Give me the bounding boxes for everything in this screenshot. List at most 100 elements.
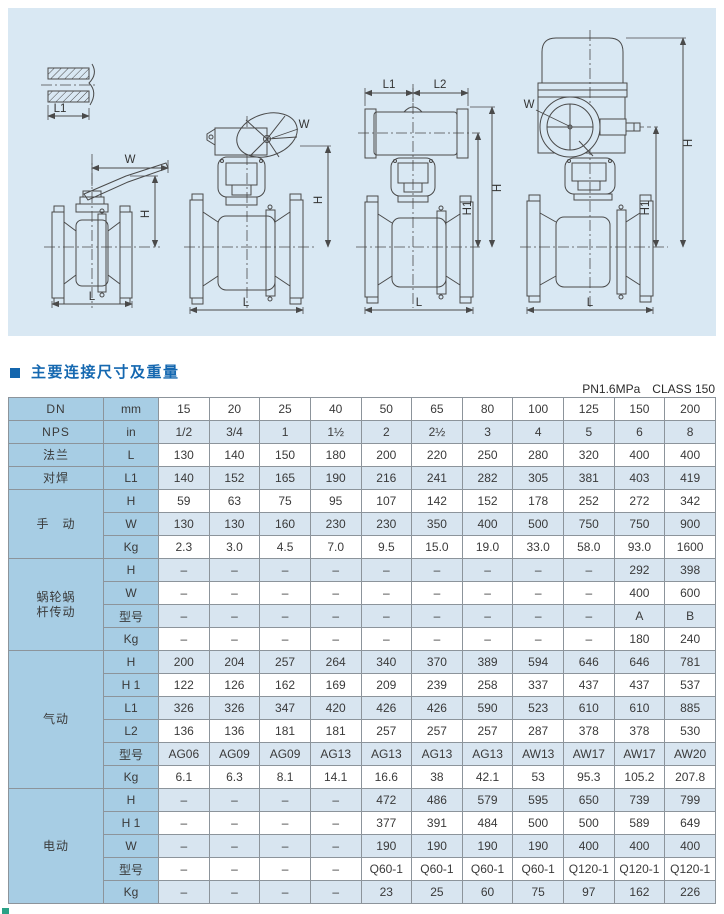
table-cell: 280 — [512, 443, 564, 467]
table-cell: 437 — [563, 673, 615, 697]
table-cell: 42.1 — [461, 765, 514, 789]
table-cell: 579 — [461, 788, 514, 812]
row-group-label: 蜗轮蜗 杆传动 — [8, 558, 104, 651]
table-cell: – — [158, 627, 210, 651]
table-cell: 165 — [259, 466, 311, 490]
table-cell: 1½ — [309, 420, 362, 444]
table-cell: 204 — [208, 650, 261, 674]
table-cell: 342 — [664, 489, 716, 513]
table-cell: AG13 — [461, 742, 514, 766]
table-cell: 400 — [461, 512, 514, 536]
table-cell: – — [208, 788, 261, 812]
table-cell: 500 — [512, 512, 564, 536]
table-cell: 650 — [563, 788, 615, 812]
table-cell: 426 — [411, 696, 463, 720]
table-cell: 799 — [664, 788, 716, 812]
table-cell: 105.2 — [613, 765, 666, 789]
electric-valve-drawing: W H — [520, 30, 695, 314]
table-cell: 200 — [664, 397, 716, 421]
table-cell: 150 — [613, 397, 666, 421]
table-cell: AG06 — [158, 742, 210, 766]
row-sub-label: in — [103, 420, 159, 444]
table-cell: Q120-1 — [664, 857, 716, 881]
table-cell: 63 — [208, 489, 261, 513]
table-cell: 400 — [563, 834, 615, 858]
table-cell: 75 — [259, 489, 311, 513]
row-sub-label: W — [103, 581, 159, 605]
table-cell: 3.0 — [208, 535, 261, 559]
table-cell: Q60-1 — [360, 857, 413, 881]
table-cell: – — [208, 811, 261, 835]
table-cell: 15.0 — [411, 535, 463, 559]
table-cell: 58.0 — [563, 535, 615, 559]
pneumatic-valve-drawing: L1 L2 H H1 — [356, 79, 504, 314]
row-sub-label: 型号 — [103, 857, 159, 881]
table-cell: – — [259, 558, 311, 582]
table-cell: AG09 — [208, 742, 261, 766]
table-cell: 60 — [461, 880, 514, 904]
row-sub-label: H — [103, 788, 159, 812]
row-group-label: 对焊 — [8, 466, 104, 490]
table-cell: – — [208, 834, 261, 858]
table-cell: 2½ — [411, 420, 463, 444]
table-cell: 6 — [613, 420, 666, 444]
row-sub-label: W — [103, 512, 159, 536]
table-cell: 400 — [613, 581, 666, 605]
table-cell: 130 — [208, 512, 261, 536]
table-cell: 200 — [360, 443, 413, 467]
row-sub-label: Kg — [103, 880, 159, 904]
table-cell: – — [411, 604, 463, 628]
table-cell: – — [309, 558, 362, 582]
section-title: 主要连接尺寸及重量 — [31, 364, 180, 381]
table-cell: – — [309, 834, 362, 858]
table-cell: 59 — [158, 489, 210, 513]
table-cell: Q60-1 — [411, 857, 463, 881]
table-cell: – — [461, 627, 514, 651]
table-cell: – — [208, 880, 261, 904]
dim-label-l: L — [416, 297, 423, 309]
table-cell: 257 — [259, 650, 311, 674]
table-cell: – — [360, 627, 413, 651]
table-cell: 9.5 — [360, 535, 413, 559]
row-sub-label: L2 — [103, 719, 159, 743]
table-cell: 8 — [664, 420, 716, 444]
table-cell: 53 — [512, 765, 564, 789]
table-cell: Q60-1 — [512, 857, 564, 881]
table-cell: 140 — [158, 466, 210, 490]
table-cell: 257 — [411, 719, 463, 743]
table-cell: 5 — [563, 420, 615, 444]
table-cell: 537 — [664, 673, 716, 697]
table-cell: 152 — [461, 489, 514, 513]
table-cell: 257 — [461, 719, 514, 743]
row-group-label: 手 动 — [8, 489, 104, 559]
row-group-label: NPS — [8, 420, 104, 444]
row-sub-label: Kg — [103, 627, 159, 651]
table-cell: 33.0 — [512, 535, 564, 559]
table-cell: 486 — [411, 788, 463, 812]
table-cell: 389 — [461, 650, 514, 674]
table-cell: 337 — [512, 673, 564, 697]
table-cell: 6.3 — [208, 765, 261, 789]
dim-label-l: L — [89, 291, 96, 303]
table-cell: 100 — [512, 397, 564, 421]
table-cell: 180 — [613, 627, 666, 651]
table-cell: 7.0 — [309, 535, 362, 559]
table-cell: 220 — [411, 443, 463, 467]
table-cell: 8.1 — [259, 765, 311, 789]
table-cell: AW20 — [664, 742, 716, 766]
dim-label-l2: L2 — [434, 79, 447, 91]
table-cell: 20 — [208, 397, 261, 421]
row-sub-label: L1 — [103, 466, 159, 490]
table-cell: 403 — [613, 466, 666, 490]
table-cell: 230 — [309, 512, 362, 536]
